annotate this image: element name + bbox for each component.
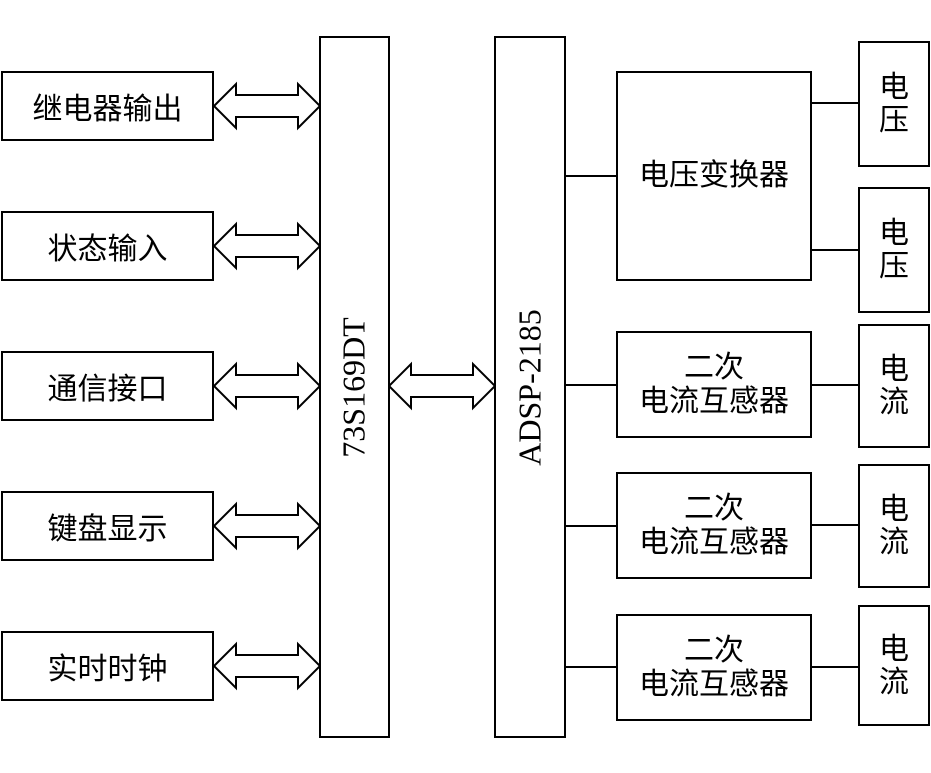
chip-73s169dt-label: 73S169DT [336, 316, 373, 458]
current-transformer-block-3: 二次 电流互感器 [616, 614, 812, 721]
current-transformer-line2: 电流互感器 [639, 524, 789, 560]
keyboard-display-block: 键盘显示 [1, 491, 214, 561]
current-transformer-block-1: 二次 电流互感器 [616, 331, 812, 438]
arrow-relay-output [212, 81, 322, 131]
voltage-transformer-label: 电压变换器 [639, 158, 789, 193]
arrow-realtime-clock [212, 641, 322, 691]
voltage-source-block-1: 电 压 [858, 41, 930, 167]
source-line2: 流 [879, 525, 909, 560]
source-line2: 流 [879, 664, 909, 700]
current-transformer-line1: 二次 [684, 349, 744, 385]
arrow-keyboard-display [212, 501, 322, 551]
source-line2: 压 [879, 249, 909, 284]
status-input-block: 状态输入 [1, 211, 214, 281]
current-transformer-line1: 二次 [684, 490, 744, 526]
chip-73s169dt-block: 73S169DT [319, 36, 390, 738]
current-transformer-block-2: 二次 电流互感器 [616, 472, 812, 579]
status-input-label: 状态输入 [47, 232, 168, 267]
adsp-2185-block: ADSP-2185 [494, 36, 566, 738]
voltage-source-block-2: 电 压 [858, 187, 930, 313]
arrow-status-input [212, 221, 322, 271]
source-line2: 流 [879, 385, 909, 420]
source-line1: 电 [879, 631, 909, 667]
arrow-comm-interface [212, 361, 322, 411]
current-transformer-line2: 电流互感器 [639, 666, 789, 702]
comm-interface-block: 通信接口 [1, 351, 214, 421]
current-source-block-2: 电 流 [858, 464, 930, 588]
keyboard-display-label: 键盘显示 [47, 512, 168, 547]
comm-interface-label: 通信接口 [47, 372, 168, 407]
voltage-transformer-block: 电压变换器 [616, 71, 812, 281]
realtime-clock-label: 实时时钟 [47, 652, 168, 687]
source-line1: 电 [879, 216, 909, 251]
source-line1: 电 [879, 492, 909, 527]
arrow-chip-bus [387, 361, 497, 411]
relay-output-block: 继电器输出 [1, 71, 214, 141]
current-transformer-line2: 电流互感器 [639, 383, 789, 419]
source-line2: 压 [879, 103, 909, 138]
relay-output-label: 继电器输出 [32, 92, 183, 127]
current-source-block-1: 电 流 [858, 324, 930, 448]
source-line1: 电 [879, 70, 909, 105]
current-transformer-line1: 二次 [684, 632, 744, 668]
source-line1: 电 [879, 352, 909, 387]
current-source-block-3: 电 流 [858, 605, 930, 726]
realtime-clock-block: 实时时钟 [1, 631, 214, 701]
adsp-2185-label: ADSP-2185 [511, 308, 548, 466]
